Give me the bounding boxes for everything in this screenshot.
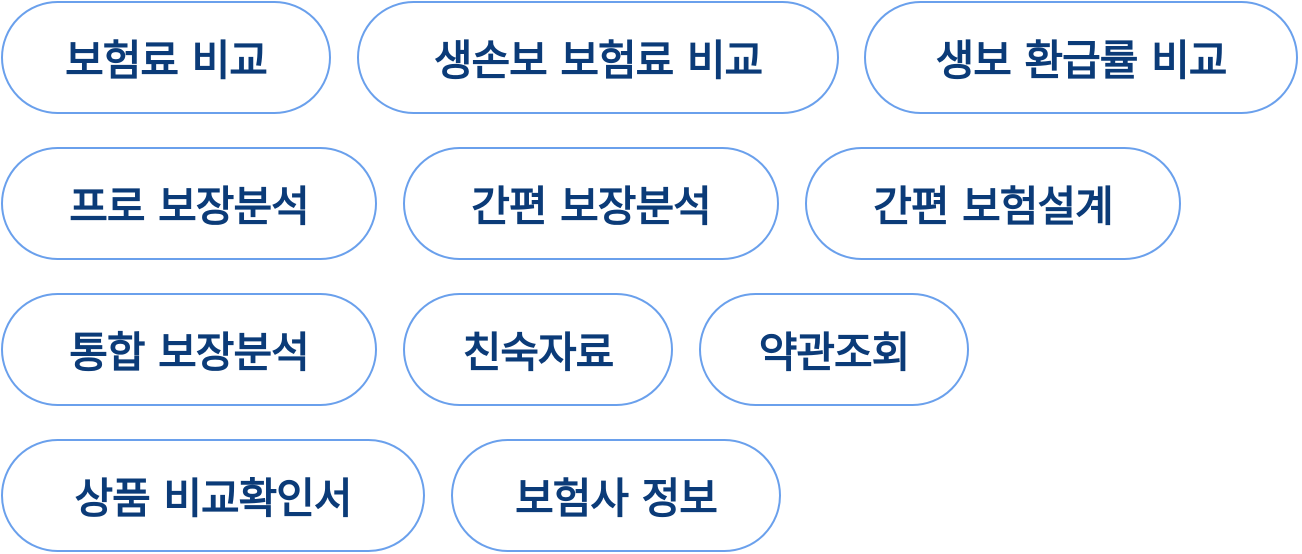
integrated-coverage-analysis-button[interactable]: 통합 보장분석 [1,293,377,406]
friendly-materials-button[interactable]: 친숙자료 [403,293,673,406]
simple-insurance-design-button[interactable]: 간편 보험설계 [805,147,1181,260]
life-refund-rate-comparison-button[interactable]: 생보 환급률 비교 [864,1,1298,114]
pro-coverage-analysis-button[interactable]: 프로 보장분석 [1,147,377,260]
life-nonlife-premium-comparison-button[interactable]: 생손보 보험료 비교 [357,1,839,114]
product-comparison-certificate-button[interactable]: 상품 비교확인서 [1,439,425,552]
policy-terms-lookup-button[interactable]: 약관조회 [699,293,969,406]
premium-comparison-button[interactable]: 보험료 비교 [1,1,331,114]
insurer-information-button[interactable]: 보험사 정보 [451,439,781,552]
simple-coverage-analysis-button[interactable]: 간편 보장분석 [403,147,779,260]
